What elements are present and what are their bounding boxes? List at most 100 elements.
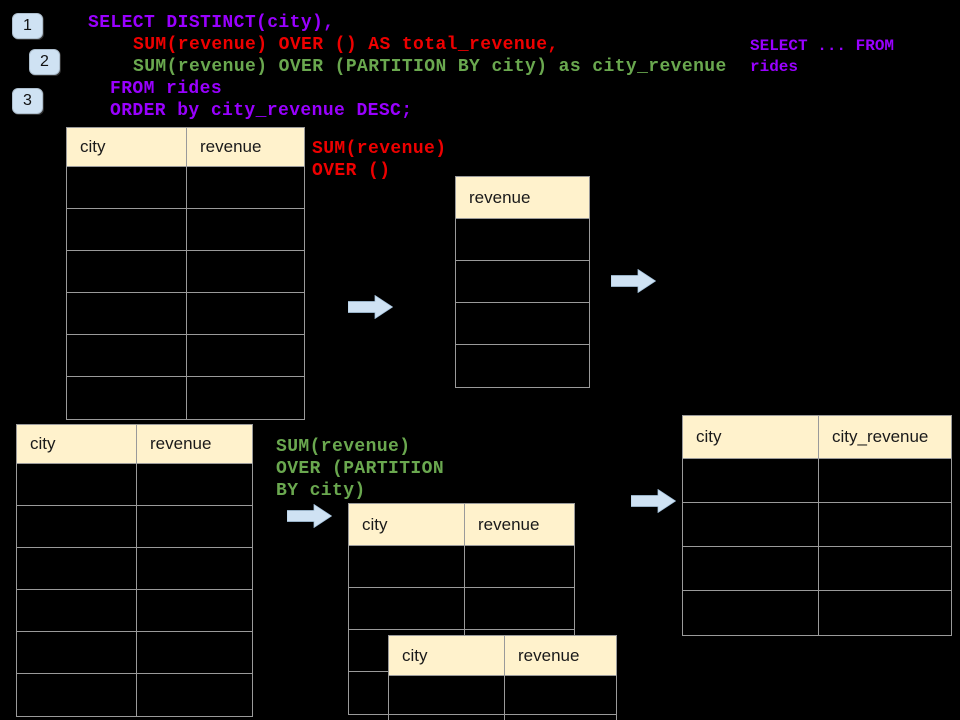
table-result-right-header: city city_revenue [683,416,951,459]
sql-line-sum-partition: SUM(revenue) OVER (PARTITION BY city) as… [133,57,727,77]
table-row [349,588,574,630]
column-header-city: city [80,137,106,156]
table-cell-empty [683,503,818,546]
table-total-result-header: revenue [456,177,589,219]
table-cell-empty [17,590,136,631]
table-cell-empty [464,546,574,587]
table-cell-empty [17,674,136,716]
table-partition-overlay-body [389,676,616,720]
table-row [67,251,304,293]
table-row [456,303,589,345]
table-cell-empty [349,588,464,629]
table-cell-empty [17,506,136,547]
table-source-bottom-body [17,464,252,716]
table-cell-empty [186,335,304,376]
table-cell-empty [67,377,186,419]
column-header-revenue: revenue [469,187,531,207]
table-cell-empty [17,548,136,589]
table-cell-empty [186,377,304,419]
table-cell-empty [17,464,136,505]
sql-line-order-by: ORDER by city_revenue DESC; [110,101,413,121]
table-cell-empty [456,345,589,387]
arrow-right-icon [611,269,656,293]
table-row [683,591,951,635]
annotation-total-revenue: SUM(revenue) OVER () [312,138,446,182]
table-row [683,503,951,547]
table-cell-empty [136,590,252,631]
arrow-right-icon [287,504,332,528]
column-header-city: city [30,434,56,453]
column-header-revenue: revenue [136,425,252,463]
table-row [17,590,252,632]
annotation-total-line-1: SUM(revenue) [312,139,447,159]
table-row [456,261,589,303]
table-cell-empty [464,588,574,629]
table-cell-empty [683,547,818,590]
table-row [67,209,304,251]
table-cell-empty [67,167,186,208]
table-cell-empty [504,676,616,714]
table-row [456,345,589,387]
table-source-bottom-header: city revenue [17,425,252,464]
side-note-line-1: SELECT ... FROM [750,37,895,55]
table-cell-empty [136,506,252,547]
table-total-result: revenue [455,176,590,388]
table-row [17,506,252,548]
table-source-top: city revenue [66,127,305,420]
table-source-bottom: city revenue [16,424,253,717]
table-cell-empty [683,459,818,502]
table-source-top-body [67,167,304,419]
table-cell-empty [67,251,186,292]
table-cell-empty [818,591,951,635]
table-cell-empty [186,293,304,334]
table-row [67,293,304,335]
sql-line-select: SELECT DISTINCT(city), [88,13,335,33]
step-badge-3: 3 [12,88,43,114]
step-badge-1: 1 [12,13,43,39]
column-header-city: city [362,514,388,534]
annotation-partition-line-1: SUM(revenue) [276,437,411,457]
table-cell-empty [136,632,252,673]
annotation-total-line-2: OVER () [312,161,391,181]
step-badge-2-label: 2 [40,53,49,70]
table-row [17,464,252,506]
table-cell-empty [136,464,252,505]
table-cell-empty [186,251,304,292]
table-row [67,167,304,209]
table-cell-empty [136,548,252,589]
table-result-right: city city_revenue [682,415,952,636]
column-header-revenue: revenue [186,128,304,166]
table-row [389,676,616,715]
table-total-result-body [456,219,589,387]
table-cell-empty [456,303,589,344]
annotation-partition-line-3: BY city) [276,481,366,501]
table-partition-overlay-header: city revenue [389,636,616,676]
table-partition-mid-header: city revenue [349,504,574,546]
side-note: SELECT ... FROM rides [750,36,894,78]
arrow-right-icon [348,295,393,319]
table-source-top-header: city revenue [67,128,304,167]
table-cell-empty [67,335,186,376]
table-row [17,548,252,590]
table-cell-empty [456,219,589,260]
table-cell-empty [389,715,504,720]
table-cell-empty [67,209,186,250]
table-cell-empty [456,261,589,302]
table-result-right-body [683,459,951,635]
table-cell-empty [136,674,252,716]
table-row [17,674,252,716]
table-row [349,546,574,588]
table-cell-empty [683,591,818,635]
step-badge-2: 2 [29,49,60,75]
table-cell-empty [504,715,616,720]
table-row [17,632,252,674]
arrow-right-icon [631,489,676,513]
table-row [683,459,951,503]
table-cell-empty [17,632,136,673]
sql-line-from: FROM rides [110,79,223,99]
annotation-partition: SUM(revenue) OVER (PARTITION BY city) [276,436,444,502]
table-cell-empty [818,547,951,590]
sql-line-sum-over: SUM(revenue) OVER () AS total_revenue, [133,35,559,55]
step-badge-1-label: 1 [23,17,32,34]
